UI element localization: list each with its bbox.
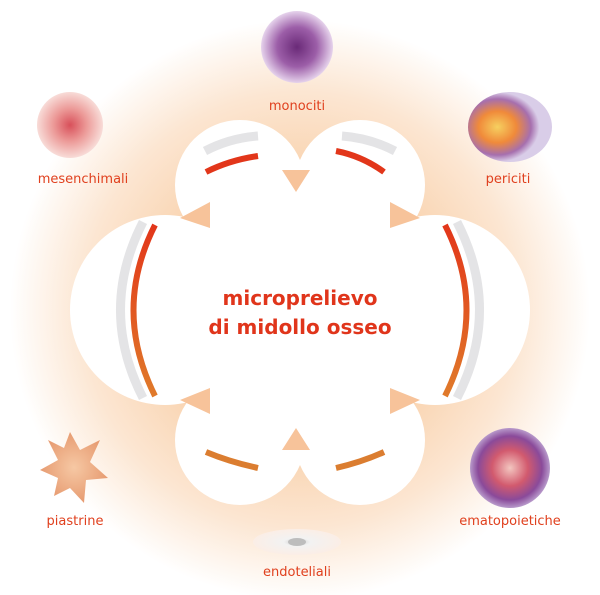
platelet-image bbox=[40, 432, 108, 503]
arrow-icon bbox=[390, 202, 420, 228]
hematopoietic-image bbox=[470, 428, 550, 508]
center-title: microprelievo di midollo osseo bbox=[208, 284, 391, 342]
arrows bbox=[180, 170, 420, 450]
center-title-line1: microprelievo bbox=[222, 286, 378, 310]
arrow-icon bbox=[180, 388, 210, 414]
label-ematopoietiche: ematopoietiche bbox=[459, 514, 561, 529]
arcs bbox=[116, 131, 484, 471]
arrow-icon bbox=[180, 202, 210, 228]
arrow-icon bbox=[282, 428, 310, 450]
arrow-icon bbox=[390, 388, 420, 414]
mesenchymal-image bbox=[37, 92, 103, 158]
label-endoteliali: endoteliali bbox=[263, 565, 331, 580]
label-piastrine: piastrine bbox=[46, 514, 104, 529]
label-periciti: periciti bbox=[485, 172, 531, 187]
pericyte-image bbox=[468, 92, 552, 162]
arrow-icon bbox=[282, 170, 310, 192]
monocyte-image bbox=[261, 11, 333, 83]
center-title-line2: di midollo osseo bbox=[208, 315, 392, 339]
label-mesenchimali: mesenchimali bbox=[37, 172, 129, 187]
label-monociti: monociti bbox=[268, 99, 326, 114]
cell-illustrations bbox=[37, 11, 552, 555]
